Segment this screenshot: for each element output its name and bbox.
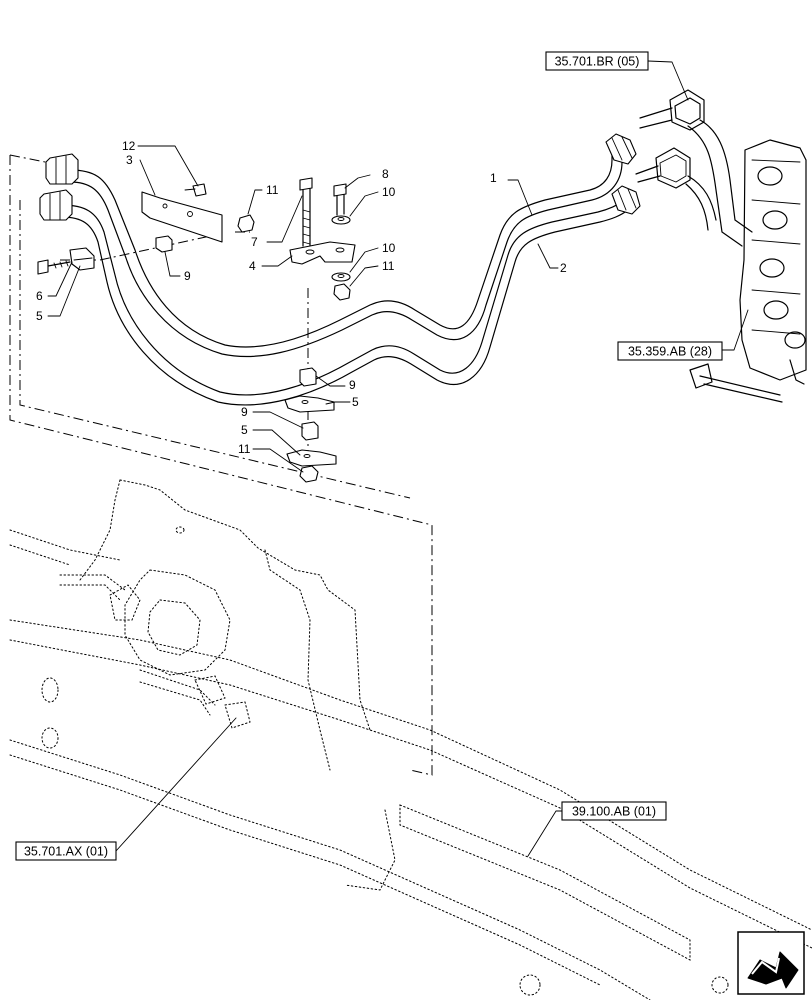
leader-lines bbox=[47, 60, 749, 857]
reference-35-701-br[interactable]: 35.701.BR (05) bbox=[545, 51, 649, 71]
callout-5-lower: 5 bbox=[241, 423, 248, 437]
callout-5-mid: 5 bbox=[352, 395, 359, 409]
callout-9-left: 9 bbox=[184, 269, 191, 283]
callout-10-upper: 10 bbox=[382, 185, 396, 199]
reference-label: 35.701.AX (01) bbox=[24, 845, 108, 859]
control-valve bbox=[635, 89, 807, 403]
callout-11-lower: 11 bbox=[238, 442, 251, 456]
callout-9-lower: 9 bbox=[241, 405, 248, 419]
clamp-group-left bbox=[37, 183, 255, 275]
reference-35-701-ax[interactable]: 35.701.AX (01) bbox=[15, 841, 117, 861]
frame-background bbox=[9, 479, 812, 1000]
callout-10-lower: 10 bbox=[382, 241, 396, 255]
next-page-arrow-icon[interactable] bbox=[737, 931, 805, 995]
callout-11-mid: 11 bbox=[382, 259, 395, 273]
callout-8: 8 bbox=[382, 167, 389, 181]
callout-5-left: 5 bbox=[36, 309, 43, 323]
callout-labels: 1 2 3 4 5 5 5 6 7 8 9 9 9 10 10 11 11 11… bbox=[36, 139, 567, 456]
callout-3: 3 bbox=[126, 153, 133, 167]
reference-39-100-ab[interactable]: 39.100.AB (01) bbox=[561, 801, 667, 821]
clamp-group-middle bbox=[289, 177, 356, 301]
callout-9-mid: 9 bbox=[349, 378, 356, 392]
callout-7: 7 bbox=[251, 235, 258, 249]
callout-2: 2 bbox=[560, 261, 567, 275]
reference-label: 39.100.AB (01) bbox=[572, 805, 656, 819]
reference-label: 35.359.AB (28) bbox=[628, 345, 712, 359]
callout-1: 1 bbox=[490, 171, 497, 185]
assembly-boundary-lines bbox=[9, 154, 433, 776]
pipe-assembly bbox=[39, 133, 641, 406]
callout-11-left: 11 bbox=[266, 183, 279, 197]
reference-label: 35.701.BR (05) bbox=[555, 55, 640, 69]
callout-4: 4 bbox=[249, 259, 256, 273]
callout-6: 6 bbox=[36, 289, 43, 303]
callout-12: 12 bbox=[122, 139, 136, 153]
reference-35-359-ab[interactable]: 35.359.AB (28) bbox=[617, 341, 723, 361]
